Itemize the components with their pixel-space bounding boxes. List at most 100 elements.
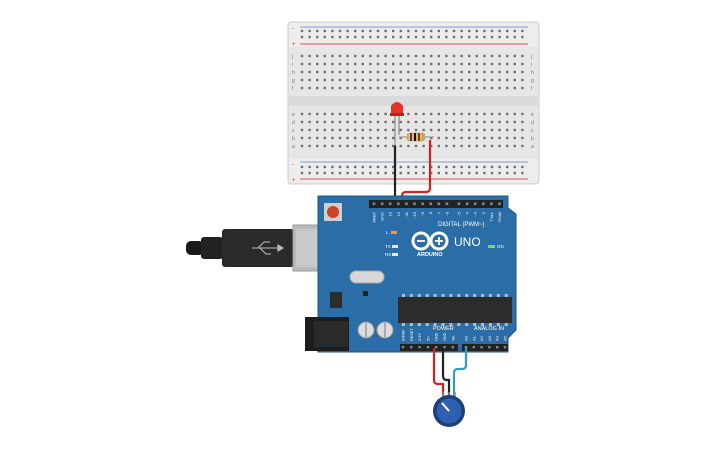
breadboard-hole[interactable]	[361, 86, 364, 90]
breadboard-hole[interactable]	[513, 86, 516, 90]
breadboard-hole[interactable]	[490, 112, 494, 116]
breadboard-hole[interactable]	[521, 62, 524, 66]
breadboard-hole[interactable]	[483, 62, 486, 66]
breadboard-hole[interactable]	[460, 70, 463, 74]
breadboard-hole[interactable]	[430, 128, 433, 132]
rail-hole[interactable]	[513, 171, 516, 175]
rail-hole[interactable]	[490, 171, 494, 175]
breadboard-hole[interactable]	[422, 128, 425, 132]
breadboard-hole[interactable]	[361, 144, 364, 148]
rail-hole[interactable]	[437, 29, 440, 33]
breadboard-hole[interactable]	[452, 78, 456, 82]
header-pin[interactable]	[401, 346, 405, 349]
breadboard-hole[interactable]	[361, 62, 364, 66]
breadboard-hole[interactable]	[422, 112, 425, 116]
breadboard-hole[interactable]	[430, 136, 433, 140]
header-pin[interactable]	[413, 202, 416, 206]
breadboard-hole[interactable]	[460, 120, 463, 124]
header-pin[interactable]	[488, 346, 491, 349]
breadboard-hole[interactable]	[308, 112, 311, 116]
rail-hole[interactable]	[399, 171, 402, 175]
breadboard-hole[interactable]	[316, 54, 319, 58]
breadboard-hole[interactable]	[498, 120, 501, 124]
breadboard-hole[interactable]	[346, 70, 349, 74]
rail-hole[interactable]	[483, 171, 486, 175]
breadboard-hole[interactable]	[475, 78, 478, 82]
breadboard-hole[interactable]	[399, 54, 402, 58]
breadboard-hole[interactable]	[468, 144, 471, 148]
rail-hole[interactable]	[376, 29, 380, 33]
breadboard-hole[interactable]	[331, 112, 334, 116]
rail-hole[interactable]	[422, 171, 425, 175]
breadboard-hole[interactable]	[483, 136, 486, 140]
rail-hole[interactable]	[346, 35, 349, 39]
breadboard-hole[interactable]	[437, 70, 440, 74]
breadboard-hole[interactable]	[323, 144, 326, 148]
rail-hole[interactable]	[369, 171, 372, 175]
rail-hole[interactable]	[369, 29, 372, 33]
header-pin[interactable]	[480, 346, 483, 349]
rail-hole[interactable]	[460, 171, 463, 175]
breadboard-hole[interactable]	[308, 136, 311, 140]
rail-hole[interactable]	[498, 35, 501, 39]
header-pin[interactable]	[490, 202, 493, 206]
header-pin[interactable]	[380, 202, 384, 206]
breadboard-hole[interactable]	[338, 62, 342, 66]
breadboard-hole[interactable]	[376, 86, 380, 90]
breadboard-hole[interactable]	[331, 54, 334, 58]
breadboard-hole[interactable]	[521, 128, 524, 132]
breadboard-hole[interactable]	[331, 70, 334, 74]
resistor-icon[interactable]	[399, 132, 434, 142]
breadboard-hole[interactable]	[384, 144, 387, 148]
breadboard-hole[interactable]	[376, 78, 380, 82]
breadboard-hole[interactable]	[346, 144, 349, 148]
header-pin[interactable]	[372, 202, 376, 206]
breadboard-hole[interactable]	[422, 70, 425, 74]
breadboard-hole[interactable]	[468, 86, 471, 90]
breadboard-hole[interactable]	[437, 62, 440, 66]
breadboard-hole[interactable]	[490, 144, 494, 148]
breadboard-hole[interactable]	[300, 86, 304, 90]
breadboard-hole[interactable]	[498, 70, 501, 74]
breadboard-hole[interactable]	[460, 136, 463, 140]
breadboard-hole[interactable]	[308, 128, 311, 132]
rail-hole[interactable]	[498, 165, 501, 169]
rail-hole[interactable]	[392, 171, 395, 175]
breadboard-hole[interactable]	[338, 144, 342, 148]
breadboard-hole[interactable]	[407, 128, 410, 132]
breadboard-hole[interactable]	[460, 128, 463, 132]
breadboard-hole[interactable]	[475, 86, 478, 90]
breadboard-hole[interactable]	[316, 78, 319, 82]
rail-hole[interactable]	[346, 29, 349, 33]
breadboard-hole[interactable]	[323, 86, 326, 90]
potentiometer-icon[interactable]	[433, 392, 465, 427]
rail-hole[interactable]	[430, 35, 433, 39]
breadboard-hole[interactable]	[369, 112, 372, 116]
breadboard-hole[interactable]	[460, 144, 463, 148]
breadboard-hole[interactable]	[430, 54, 433, 58]
digital-pins[interactable]	[372, 202, 501, 206]
breadboard-hole[interactable]	[369, 136, 372, 140]
breadboard-hole[interactable]	[369, 54, 372, 58]
rail-hole[interactable]	[361, 165, 364, 169]
rail-hole[interactable]	[354, 35, 357, 39]
rail-hole[interactable]	[414, 171, 418, 175]
breadboard-hole[interactable]	[361, 78, 364, 82]
breadboard-hole[interactable]	[323, 78, 326, 82]
rail-hole[interactable]	[452, 29, 456, 33]
header-pin[interactable]	[473, 202, 477, 206]
breadboard-hole[interactable]	[513, 120, 516, 124]
rail-hole[interactable]	[437, 35, 440, 39]
rail-hole[interactable]	[338, 29, 342, 33]
bottom-pins[interactable]	[401, 346, 507, 349]
header-pin[interactable]	[464, 346, 468, 349]
rail-hole[interactable]	[506, 29, 509, 33]
breadboard-hole[interactable]	[483, 86, 486, 90]
breadboard-hole[interactable]	[331, 62, 334, 66]
breadboard-hole[interactable]	[300, 112, 304, 116]
breadboard-hole[interactable]	[445, 62, 448, 66]
rail-hole[interactable]	[384, 29, 387, 33]
breadboard-hole[interactable]	[445, 78, 448, 82]
rail-hole[interactable]	[300, 165, 304, 169]
breadboard-hole[interactable]	[300, 78, 304, 82]
